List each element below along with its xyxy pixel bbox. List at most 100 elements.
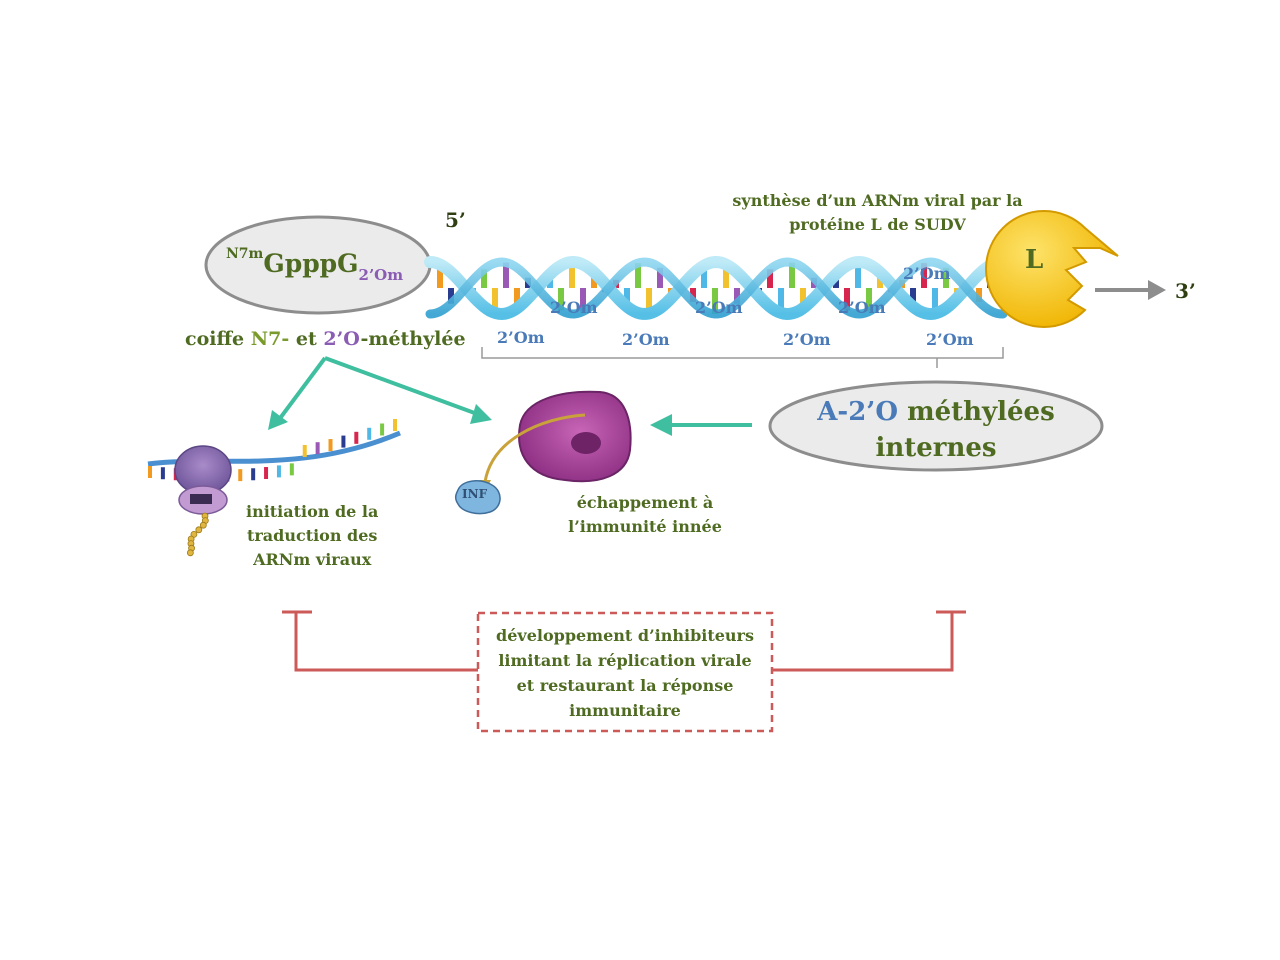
- helix-base: [503, 262, 509, 288]
- inhibitor-line-2: limitant la réplication virale: [498, 651, 752, 670]
- cap-caption-text: coiffe: [185, 328, 251, 350]
- mrna-base: [328, 439, 333, 452]
- cap-caption-and: et: [289, 328, 324, 350]
- cap-caption-2o: 2’O: [323, 328, 361, 350]
- teal-arrowhead-cell: [470, 404, 492, 424]
- translation-line-1: initiation de la: [246, 502, 379, 521]
- cap-n7m: N7m: [226, 246, 264, 262]
- teal-arrow-to-translation: [273, 356, 327, 427]
- helix-2om-label: 2’Om: [838, 298, 886, 317]
- three-prime-label: 3’: [1175, 279, 1196, 303]
- synthesis-line-1: synthèse d’un ARNm viral par la: [732, 191, 1023, 210]
- internal-ellipse: [768, 380, 1104, 472]
- peptide-bead: [195, 526, 203, 534]
- internal-line-2: internes: [875, 433, 997, 463]
- helix-base: [690, 288, 696, 302]
- escape-line-2: l’immunité innée: [568, 517, 722, 536]
- helix-2om-label: 2’Om: [783, 330, 831, 349]
- inf-secretion-arrow: [483, 413, 586, 483]
- mrna-base: [160, 467, 165, 480]
- helix-2om-label: 2’Om: [926, 330, 974, 349]
- mrna-base: [251, 468, 256, 481]
- cap-2om: 2’Om: [358, 266, 404, 284]
- synthesis-line-2: protéine L de SUDV: [789, 215, 966, 234]
- helix-base: [437, 264, 443, 288]
- teal-arrowhead-internal: [650, 414, 672, 436]
- cap-caption: coiffe N7- et 2’O-méthylée: [185, 328, 466, 350]
- cap-caption-n7: N7-: [250, 328, 290, 350]
- mrna-base: [238, 469, 243, 482]
- inf-label: INF: [462, 487, 488, 501]
- mrna-base: [148, 466, 152, 478]
- helix-base: [657, 267, 663, 288]
- cell-nucleus: [571, 432, 601, 454]
- helix-2om-label: 2’Om: [695, 298, 743, 317]
- inhibit-line-left: [294, 612, 478, 672]
- helix-base: [448, 288, 454, 304]
- mrna-base: [315, 442, 320, 455]
- helix-base: [646, 288, 652, 314]
- helix-base: [855, 262, 861, 288]
- protein-L-shape: [984, 210, 1119, 328]
- helix-base: [569, 262, 575, 288]
- helix-base: [932, 288, 938, 314]
- escape-line-1: échappement à: [576, 493, 714, 512]
- helix-strand-front: [424, 255, 1009, 321]
- cap-caption-methylated: -méthylée: [360, 328, 466, 350]
- inhibitor-line-3: et restaurant la réponse: [516, 676, 734, 695]
- translation-label: initiation de la traduction des ARNm vir…: [246, 500, 378, 572]
- peptide-bead: [199, 521, 207, 529]
- helix-base: [800, 288, 806, 309]
- helix-base: [514, 288, 520, 309]
- helix-base: [580, 288, 586, 312]
- helix-base: [767, 269, 773, 288]
- synthesis-label: synthèse d’un ARNm viral par la protéine…: [700, 189, 1055, 237]
- helix-base: [866, 288, 872, 312]
- inhibitor-line-4: immunitaire: [569, 701, 681, 720]
- cap-gpppg: GpppG: [263, 249, 359, 278]
- internal-methylation-label: A-2’O méthylées internes: [770, 394, 1102, 466]
- translation-line-2: traduction des: [246, 526, 378, 545]
- helix-brace: [481, 347, 1004, 368]
- mrna-base: [367, 427, 372, 440]
- immune-escape-label: échappement à l’immunité innée: [560, 491, 730, 539]
- helix-2om-label: 2’Om: [497, 328, 545, 347]
- helix-base: [789, 262, 795, 288]
- helix-base: [712, 288, 718, 314]
- mrna-base: [354, 431, 359, 444]
- helix-base: [910, 288, 916, 307]
- helix-2om-label: 2’Om: [622, 330, 670, 349]
- helix-base: [734, 288, 740, 304]
- internal-methylated: méthylées: [898, 397, 1055, 427]
- teal-arrow-to-cell: [324, 356, 481, 417]
- five-prime-label: 5’: [445, 208, 466, 232]
- helix-base: [943, 267, 949, 288]
- helix-base: [921, 263, 927, 288]
- helix-base: [481, 269, 487, 288]
- helix-base: [624, 288, 630, 307]
- helix-base: [844, 288, 850, 311]
- helix-base: [723, 264, 729, 288]
- grey-arrow-head: [1148, 280, 1166, 300]
- ribosome-trna: [190, 494, 212, 504]
- cap-label: N7mGpppG2’Om: [226, 246, 403, 284]
- mrna-base: [276, 465, 281, 478]
- translation-line-3: ARNm viraux: [253, 550, 372, 569]
- helix-base: [635, 263, 641, 288]
- inhibitor-box: [476, 611, 774, 733]
- helix-2om-label: 2’Om: [550, 298, 598, 317]
- protein-L-label: L: [1025, 245, 1044, 275]
- helix-base: [492, 288, 498, 313]
- helix-strand-back: [425, 257, 1008, 319]
- peptide-bead: [186, 549, 194, 557]
- helix-base: [976, 288, 982, 302]
- helix-2om-label: 2’Om: [903, 264, 951, 283]
- mrna-base: [264, 467, 269, 480]
- inhibit-line-right: [772, 612, 954, 672]
- mrna-base: [289, 463, 294, 476]
- mrna-base: [380, 423, 385, 436]
- helix-base: [558, 288, 564, 311]
- mrna-base: [341, 435, 346, 448]
